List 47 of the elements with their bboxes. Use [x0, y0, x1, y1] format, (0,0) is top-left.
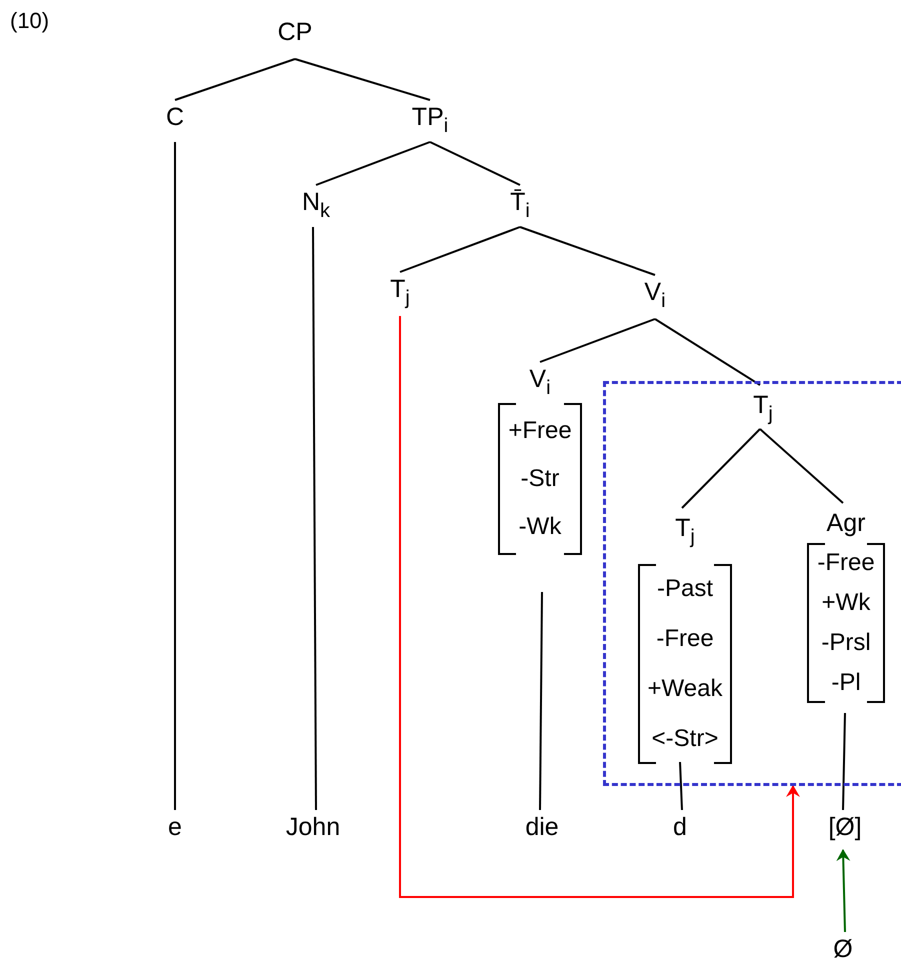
node-label: N$_{k}$ [302, 187, 330, 220]
node-label: V$_{i}$ [529, 364, 551, 397]
tree-branch [430, 141, 520, 186]
feature-value: -Prsl [821, 628, 871, 658]
feature-value: -Str [520, 464, 560, 494]
feature-value: <-Str> [652, 724, 718, 754]
node-label: e [168, 812, 182, 843]
tree-branch [174, 142, 176, 810]
feature-value: +Weak [648, 674, 722, 704]
feature-value: +Free [508, 416, 572, 446]
tree-branch [400, 226, 520, 273]
tree-branch [654, 318, 761, 386]
tree-branch [842, 712, 846, 810]
tree-branch [679, 762, 683, 810]
node-label: die [525, 812, 559, 843]
tree-branch [174, 58, 296, 101]
feature-value: -Free [817, 548, 875, 578]
node-label: C [166, 102, 184, 133]
dashed-box [603, 381, 901, 786]
node-label: CP [278, 17, 312, 48]
node-label: Ø [833, 934, 853, 965]
tree-branch [681, 428, 761, 509]
tree-branch [316, 141, 430, 186]
feature-value: -Past [656, 574, 713, 604]
arrow [399, 316, 800, 898]
node-label: T̄$_{i}$ [510, 187, 530, 220]
feature-value: -Pl [831, 668, 861, 698]
node-label: T$_{j}$ [675, 513, 695, 546]
tree-branch [520, 226, 656, 276]
tree-branch [294, 58, 430, 101]
feature-value: -Free [656, 624, 714, 654]
tree-branch [540, 318, 656, 363]
node-label: John [286, 812, 340, 843]
node-label: d [673, 812, 687, 843]
node-label: T$_{j}$ [753, 390, 773, 423]
node-label: T$_{j}$ [390, 274, 410, 307]
example-number: (10) [10, 8, 50, 34]
feature-value: +Wk [822, 588, 870, 618]
feature-value: -Wk [518, 512, 562, 542]
tree-branch [759, 428, 844, 504]
node-label: [Ø] [828, 812, 862, 843]
node-label: V$_{i}$ [644, 277, 666, 310]
node-label: TP$_{i}$ [412, 102, 448, 135]
tree-branch [539, 592, 543, 810]
tree-branch [312, 227, 317, 810]
node-label: Agr [826, 508, 866, 539]
arrow [836, 849, 850, 932]
